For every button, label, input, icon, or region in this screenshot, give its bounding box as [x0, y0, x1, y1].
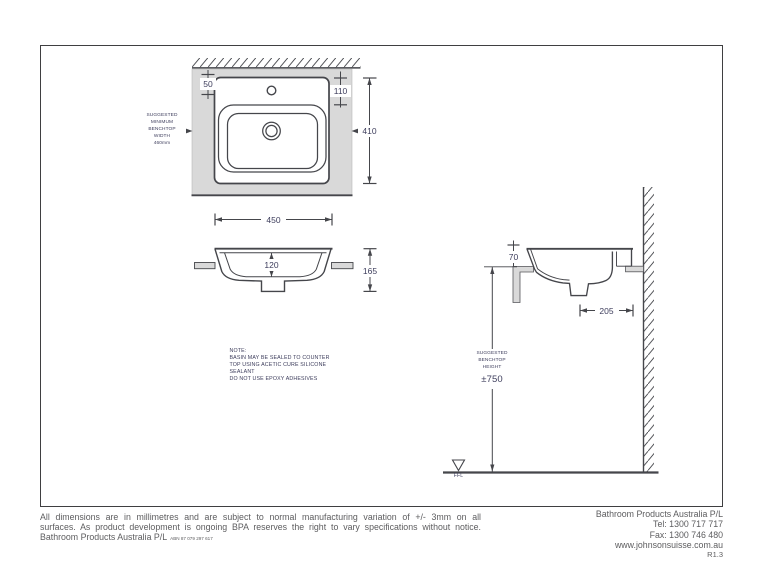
bowl-inner-front [224, 252, 323, 278]
benchtop-height-note-line: SUGGESTED [476, 351, 508, 356]
revision-number: R1.3 [707, 549, 723, 559]
benchtop-width-arrow-right [351, 128, 358, 134]
benchtop-height-value: ±750 [481, 373, 503, 385]
benchtop-width-note-line: SUGGESTED [146, 112, 178, 118]
benchtop-width-note-line: 460mm [153, 141, 171, 147]
drawing-border [40, 45, 723, 507]
note-line: TOP USING ACETIC CURE SILICONE [229, 361, 327, 368]
company-name: Bathroom Products Australia P/L [40, 532, 168, 542]
benchtop-height-note-line: HEIGHT [482, 365, 502, 371]
dim-165-label: 165 [358, 265, 382, 277]
note-line: SEALANT [229, 368, 255, 375]
wall-hatch-side [643, 187, 654, 473]
dim-750-lines [490, 267, 495, 472]
note-line: NOTE: [229, 347, 247, 354]
side-view-drawing [443, 187, 659, 474]
sealant-note: NOTE: BASIN MAY BE SEALED TO COUNTER TOP… [230, 348, 340, 383]
dim-50-label: 50 [200, 78, 216, 90]
benchtop-section-right [331, 262, 354, 270]
benchtop-width-note: SUGGESTED MINIMUM BENCHTOP WIDTH 460mm [128, 112, 196, 148]
contact-company: Bathroom Products Australia P/L [595, 508, 723, 519]
dim-120-label: 120 [260, 258, 283, 271]
bowl-inner-plan [226, 112, 319, 170]
dim-450-label: 450 [261, 213, 286, 226]
bowl-inner-side [530, 248, 570, 281]
contact-website: www.johnsonsuisse.com.au [614, 540, 723, 551]
tap-hole [266, 85, 277, 96]
contact-tel: Tel: 1300 717 717 [653, 519, 723, 530]
benchtop-width-arrow-left [186, 128, 193, 134]
disclaimer-line: surfaces. As product development is ongo… [40, 522, 481, 532]
benchtop-width-note-line: BENCHTOP [148, 126, 176, 132]
ffl-datum-icon [451, 459, 466, 472]
benchtop-height-note-line: BENCHTOP [478, 358, 506, 364]
disclaimer-line: All dimensions are in millimetres and ar… [40, 512, 481, 522]
drain-inner [265, 124, 278, 138]
benchtop-section-left [194, 262, 216, 270]
top-view-drawing [186, 58, 377, 226]
footer-disclaimer: All dimensions are in millimetres and ar… [40, 512, 481, 544]
dim-410-label: 410 [358, 125, 381, 137]
note-line: BASIN MAY BE SEALED TO COUNTER [229, 354, 330, 361]
dim-110-label: 110 [330, 85, 351, 97]
company-abn: ABN 87 079 297 617 [170, 536, 213, 541]
ffl-label: FFL [453, 473, 464, 479]
front-view-drawing [194, 247, 377, 293]
contact-fax: Fax: 1300 746 480 [649, 529, 723, 540]
basin-profile-side [526, 248, 614, 297]
note-line: DO NOT USE EPOXY ADHESIVES [229, 375, 318, 382]
dim-70-label: 70 [505, 250, 522, 263]
benchtop-section-side-left [512, 266, 534, 303]
benchtop-width-note-line: MINIMUM [150, 119, 174, 125]
benchtop-width-note-line: WIDTH [153, 134, 171, 140]
benchtop-height-note: SUGGESTED BENCHTOP HEIGHT ±750 [457, 350, 527, 385]
wall-hatch-top [192, 58, 361, 68]
dim-205-label: 205 [594, 304, 619, 317]
footer-contact: Bathroom Products Australia P/L Tel: 130… [520, 509, 723, 560]
benchtop-section-side-right [625, 265, 644, 273]
